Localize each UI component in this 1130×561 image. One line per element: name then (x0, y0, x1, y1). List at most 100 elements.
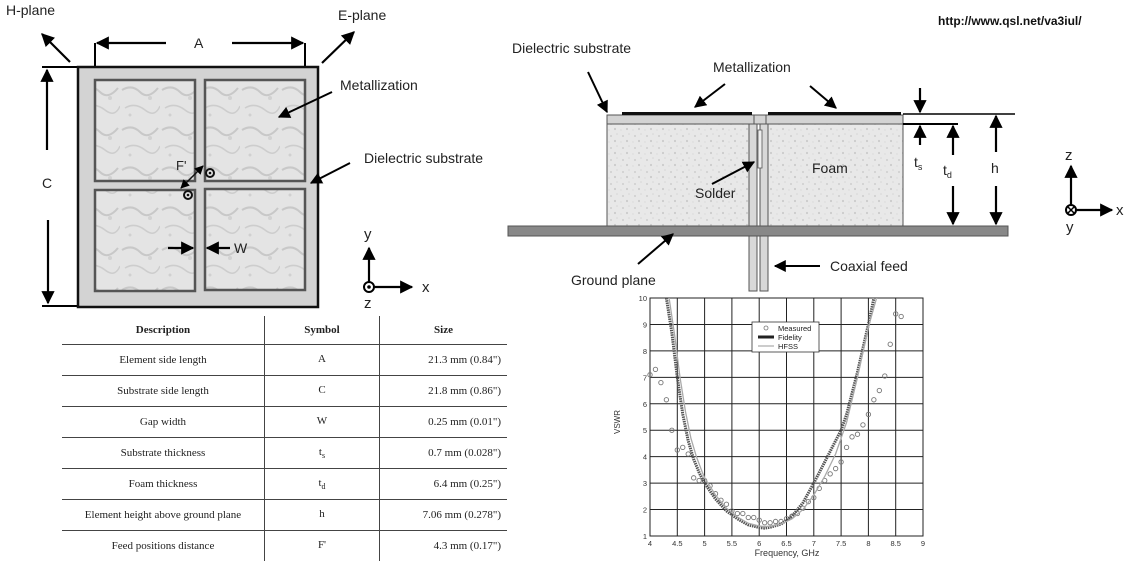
side-view-diagram: Dielectric substrate Metallization Solde… (500, 0, 1130, 300)
table-row: Element side length A 21.3 mm (0.84") (62, 345, 507, 376)
row-description: Gap width (62, 407, 265, 438)
legend-measured: Measured (778, 324, 811, 333)
dielectric-substrate-label: Dielectric substrate (364, 150, 483, 166)
x-tick-label: 8.5 (890, 539, 900, 548)
x-tick-label: 5.5 (727, 539, 737, 548)
row-size: 0.25 mm (0.01") (380, 407, 508, 438)
axis-z-label: z (364, 295, 372, 312)
row-size: 6.4 mm (0.25") (380, 469, 508, 500)
row-symbol: A (265, 345, 380, 376)
y-tick-label: 5 (643, 426, 647, 435)
y-tick-label: 2 (643, 506, 647, 515)
row-description: Substrate side length (62, 376, 265, 407)
side-metal-left (622, 112, 752, 115)
side-axis-x-label: x (1116, 202, 1124, 219)
metal-patch-bottom-left (95, 190, 195, 291)
e-plane-arrow (322, 32, 354, 63)
x-tick-label: 5 (703, 539, 707, 548)
td-label: td (943, 162, 952, 180)
y-tick-label: 9 (643, 320, 647, 329)
y-tick-label: 4 (643, 453, 647, 462)
symbol-text: h (319, 508, 325, 520)
solder-joint (758, 130, 762, 168)
row-symbol: td (265, 469, 380, 500)
side-axis-z-label: z (1065, 147, 1073, 164)
symbol-text: A (318, 353, 326, 365)
row-description: Element side length (62, 345, 265, 376)
symbol-subscript: d (322, 482, 326, 491)
row-symbol: h (265, 500, 380, 531)
symbol-subscript: s (322, 451, 325, 460)
row-description: Substrate thickness (62, 438, 265, 469)
row-description: Element height above ground plane (62, 500, 265, 531)
row-symbol: C (265, 376, 380, 407)
header-symbol: Symbol (265, 316, 380, 345)
metal-patch-top-right (205, 80, 305, 181)
x-tick-label: 6.5 (781, 539, 791, 548)
row-size: 21.3 mm (0.84") (380, 345, 508, 376)
dim-c-label: C (42, 175, 52, 191)
side-metallization-label: Metallization (713, 59, 791, 75)
symbol-text: C (318, 384, 325, 396)
x-tick-label: 6 (757, 539, 761, 548)
chart-legend: Measured Fidelity HFSS (752, 322, 819, 352)
h-plane-label: H-plane (6, 2, 55, 18)
coaxial-feed-label: Coaxial feed (830, 258, 908, 274)
dim-f-label: F' (176, 158, 186, 173)
x-axis-label: Frequency, GHz (755, 548, 820, 558)
side-metallization-arrow-right (810, 86, 836, 108)
dim-w-label: W (234, 240, 248, 256)
row-size: 7.06 mm (0.278") (380, 500, 508, 531)
table-row: Substrate side length C 21.8 mm (0.86") (62, 376, 507, 407)
side-axis-y-label: y (1066, 219, 1074, 236)
axis-x-label: x (422, 279, 430, 296)
table-header-row: Description Symbol Size (62, 316, 507, 345)
table-row: Feed positions distance F' 4.3 mm (0.17") (62, 531, 507, 561)
ground-plane-arrow (638, 234, 673, 264)
side-metal-right (768, 112, 901, 115)
row-description: Feed positions distance (62, 531, 265, 561)
y-tick-label: 1 (643, 532, 647, 541)
row-symbol: W (265, 407, 380, 438)
side-metallization-arrow-left (695, 84, 725, 107)
y-tick-label: 10 (639, 294, 647, 303)
foam-left (607, 124, 755, 227)
row-size: 0.7 mm (0.028") (380, 438, 508, 469)
x-tick-label: 4 (648, 539, 652, 548)
coax-inner (749, 124, 757, 291)
header-description: Description (62, 316, 265, 345)
dim-a-label: A (194, 35, 204, 51)
y-tick-label: 8 (643, 347, 647, 356)
x-tick-label: 8 (866, 539, 870, 548)
table-row: Element height above ground plane h 7.06 m… (62, 500, 507, 531)
solder-label: Solder (695, 185, 736, 201)
row-size: 21.8 mm (0.86") (380, 376, 508, 407)
y-tick-label: 7 (643, 373, 647, 382)
x-tick-label: 7 (812, 539, 816, 548)
row-size: 4.3 mm (0.17") (380, 531, 508, 561)
symbol-text: W (317, 415, 327, 427)
top-view-diagram: H-plane E-plane A C F' W Metallization D… (0, 0, 520, 315)
y-tick-label: 6 (643, 400, 647, 409)
legend-hfss: HFSS (778, 342, 798, 351)
foam-label: Foam (812, 160, 848, 176)
metal-patch-bottom-right (205, 189, 305, 290)
h-label: h (991, 160, 999, 176)
side-dielectric-arrow (588, 72, 607, 112)
ts-label: ts (914, 154, 923, 172)
x-tick-label: 4.5 (672, 539, 682, 548)
row-symbol: F' (265, 531, 380, 561)
h-plane-arrow (42, 34, 70, 62)
x-tick-label: 7.5 (836, 539, 846, 548)
ground-plane (508, 226, 1008, 236)
symbol-text: F' (318, 539, 326, 551)
x-tick-label: 9 (921, 539, 925, 548)
y-axis-label: VSWR (613, 410, 622, 434)
axis-y-label: y (364, 226, 372, 243)
side-dielectric-substrate-label: Dielectric substrate (512, 40, 631, 56)
header-size: Size (380, 316, 508, 345)
side-substrate (607, 115, 903, 124)
